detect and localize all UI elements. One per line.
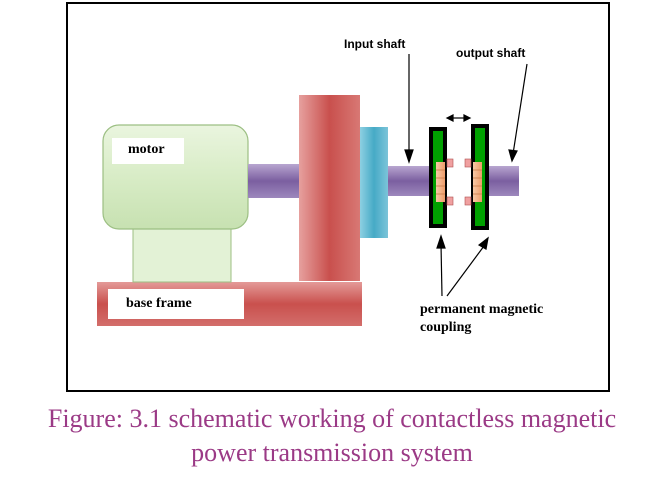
figure-caption: Figure: 3.1 schematic working of contact… [0, 402, 664, 470]
caption-line-1: Figure: 3.1 schematic working of contact… [47, 404, 617, 433]
gearbox-housing [299, 95, 360, 281]
coupling-pointers [436, 234, 489, 297]
input-shaft-pointer [404, 54, 414, 164]
coupling-disc-output [464, 124, 489, 230]
motor-mount [132, 223, 232, 283]
input-shaft-label: Input shaft [344, 37, 406, 51]
input-shaft [388, 166, 434, 196]
coupling-label-line2: coupling [420, 320, 472, 335]
output-shaft-label: output shaft [456, 46, 526, 60]
caption-line-2: power transmission system [191, 438, 473, 467]
motor-label: motor [112, 138, 184, 164]
base-frame-label: base frame [108, 289, 244, 319]
air-gap-arrow [445, 114, 472, 122]
motor-shaft [248, 164, 301, 198]
bearing-block [360, 127, 388, 238]
coupling-disc-input [429, 127, 454, 228]
coupling-label-line1: permanent magnetic [420, 302, 544, 317]
output-shaft [486, 166, 519, 196]
output-shaft-pointer [508, 63, 528, 163]
